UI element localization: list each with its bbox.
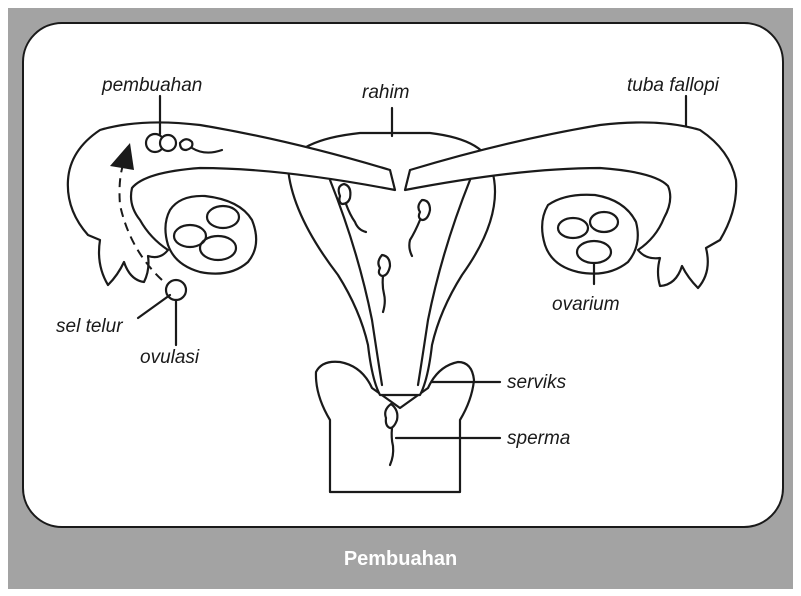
fertilized-egg	[160, 135, 176, 151]
label-pembuahan: pembuahan	[102, 75, 202, 97]
figure-caption: Pembuahan	[8, 548, 793, 571]
leader-sel-telur	[138, 295, 170, 318]
left-ovary	[165, 196, 256, 274]
label-sperma: sperma	[507, 428, 570, 450]
label-serviks: serviks	[507, 372, 566, 394]
label-ovulasi: ovulasi	[140, 347, 199, 369]
label-sel-telur: sel telur	[56, 316, 123, 338]
label-ovarium: ovarium	[552, 294, 620, 316]
label-tuba-fallopi: tuba fallopi	[627, 75, 719, 97]
label-rahim: rahim	[362, 82, 410, 104]
